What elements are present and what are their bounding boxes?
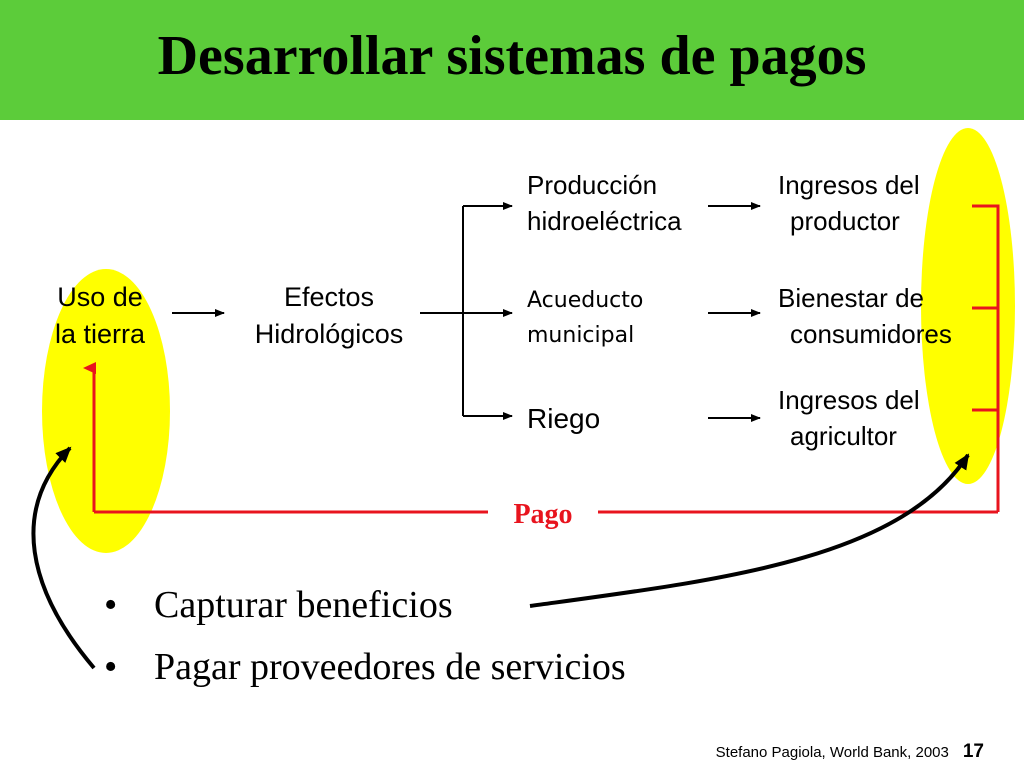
slide-footer: Stefano Pagiola, World Bank, 2003 17 (716, 741, 984, 763)
bullet-text: Pagar proveedores de servicios (154, 646, 626, 688)
footer-credit: Stefano Pagiola, World Bank, 2003 (715, 744, 949, 761)
highlight-left-ellipse (42, 269, 170, 553)
curve-arrow-capture-benefits (529, 453, 970, 608)
title-bar (0, 0, 1024, 120)
node-hydroelectric-production: Producción hidroeléctrica (527, 170, 682, 236)
bullet-capture-benefits: • Capturar beneficios (104, 583, 453, 627)
node-farmer-income: Ingresos del agricultor (778, 385, 920, 451)
highlight-right-ellipse (921, 128, 1015, 484)
page-number: 17 (962, 741, 984, 762)
node-irrigation: Riego (527, 403, 601, 434)
node-producer-income: Ingresos del productor (778, 170, 920, 236)
node-hydrological-effects: Efectos Hidrológicos (254, 282, 404, 350)
bullet-marker: • (104, 646, 118, 688)
slide-title: Desarrollar sistemas de pagos (157, 25, 867, 87)
curve-arrow-pay-providers (31, 446, 96, 670)
payment-loop (83, 204, 1000, 514)
node-consumer-welfare: Bienestar de consumidores (778, 283, 952, 349)
bullet-pay-providers: • Pagar proveedores de servicios (104, 645, 626, 689)
node-land-use: Uso de la tierra (54, 282, 146, 350)
bullet-text: Capturar beneficios (154, 584, 453, 626)
bullet-marker: • (104, 584, 118, 626)
payment-label: Pago (488, 497, 598, 533)
node-municipal-aqueduct: Acueducto municipal (527, 288, 644, 349)
